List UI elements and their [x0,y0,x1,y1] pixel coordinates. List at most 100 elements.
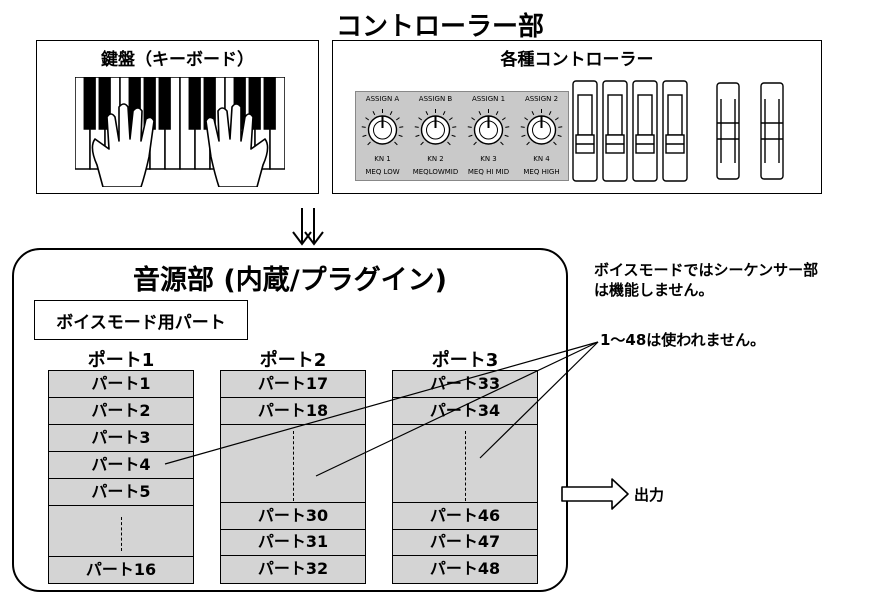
page-title: コントローラー部 [335,12,544,42]
voice-mode-note-line-2: は機能しません。 [594,281,714,299]
knob-tick [394,141,398,146]
knob-tick [553,141,557,146]
knob-tick [505,126,510,128]
knob-panel: ASSIGN A KN 1 MEQ LOW ASSIGN B KN 2 MEQL… [355,91,569,181]
knob-tick [478,111,482,116]
part-cell: パート32 [257,559,329,578]
knob-tick [448,117,453,121]
knob-tick [495,111,499,116]
part-cell: パート2 [49,398,193,425]
knob-tick [554,117,559,121]
knob-tick [526,141,530,146]
ellipsis-dash [121,517,122,551]
knob-tick [521,134,526,137]
knob-tick [520,126,525,128]
knob-tick [451,134,456,137]
part-cell: パート46 [393,502,537,530]
knob-tick [389,111,393,116]
sliders-graphic [572,80,784,182]
controllers-panel: 各種コントローラー ASSIGN A KN 1 MEQ LOW ASSIGN B… [332,40,822,194]
down-arrows-icon [292,208,324,246]
part-cell: パート5 [49,479,193,506]
ellipsis-dash [465,431,466,501]
knob-tick [420,141,424,146]
knob-tick [395,117,400,121]
black-key [83,77,96,130]
black-key [188,77,201,130]
port-2-label: ポート2 [259,350,327,371]
knob-tick [531,111,535,116]
part-cell: パート17 [221,371,365,398]
knob-tick [372,111,376,116]
knob-tick [447,141,451,146]
knob-3-number-label: KN 3 [480,155,497,163]
part-cell: パート31 [221,529,365,556]
knob-tick [557,134,562,137]
part-cell: パート30 [221,502,365,530]
knob-tick [524,117,529,121]
part-cell: パート1 [49,371,193,398]
black-key [98,77,111,130]
part-cell: パート18 [221,398,365,425]
knob-tick [425,111,429,116]
knob-tick [500,141,504,146]
knob-tick [415,134,420,137]
output-label: 出力 [634,486,665,504]
voice-mode-note-line-1: ボイスモードではシーケンサー部 [594,261,819,279]
knob-tick [558,126,563,128]
knob-tick [367,141,371,146]
knob-tick [548,111,552,116]
knob-tick [467,126,472,128]
keyboard-panel: 鍵盤（キーボード） [36,40,319,194]
port-3-label: ポート3 [431,350,499,371]
controllers-panel-title: 各種コントローラー [500,50,654,70]
part-cell: パート16 [49,556,193,583]
part-cell: パート48 [429,559,501,578]
knob-tick [399,126,404,128]
part-cell: パート4 [49,452,193,479]
knob-tick [471,117,476,121]
voice-mode-note: ボイスモードではシーケンサー部 は機能しません。 [594,260,874,300]
part-cell: パート47 [393,529,537,556]
black-key [158,77,171,130]
knob-2-number-label: KN 2 [427,155,444,163]
black-key [248,77,261,130]
voice-mode-part-box: ボイスモード用パート [34,300,248,340]
knob-4-assign-label: ASSIGN 2 [524,95,559,103]
knob-tick [365,117,370,121]
part-cell: パート33 [393,371,537,398]
knob-3-eq-label: MEQ HI MID [467,168,510,176]
knob-tick [468,134,473,137]
knob-tick [501,117,506,121]
unused-parts-note: 1〜48は使われません。 [600,331,766,349]
knob-tick [452,126,457,128]
knob-tick [442,111,446,116]
knob-tick [398,134,403,137]
knob-tick [473,141,477,146]
part-cell: パート34 [393,398,537,425]
knob-1-eq-label: MEQ LOW [365,168,400,176]
knob-2-assign-label: ASSIGN B [418,95,453,103]
knob-4-number-label: KN 4 [533,155,550,163]
knob-3-assign-label: ASSIGN 1 [471,95,506,103]
port-1-column: パート1 パート2 パート3 パート4 パート5 パート16 [48,370,194,584]
port-2-column: パート17 パート18 パート30 パート31 パート32 [220,370,366,584]
knob-tick [361,126,366,128]
knob-1-assign-label: ASSIGN A [365,95,400,103]
output-arrow-icon [561,478,629,510]
knob-tick [362,134,367,137]
knob-2-eq-label: MEQLOWMID [412,168,459,176]
black-key [263,77,276,130]
keyboard-hands-illustration [75,77,285,187]
knob-tick [414,126,419,128]
knob-tick [418,117,423,121]
knob-tick [504,134,509,137]
tone-generator-title: 音源部 (内蔵/プラグイン) [133,265,447,296]
knob-1-number-label: KN 1 [374,155,391,163]
knob-4-eq-label: MEQ HIGH [523,168,560,176]
keyboard-panel-title: 鍵盤（キーボード） [101,50,254,70]
knob-graphics [361,109,563,146]
ellipsis-dash [293,431,294,501]
port-1-label: ポート1 [87,350,155,371]
